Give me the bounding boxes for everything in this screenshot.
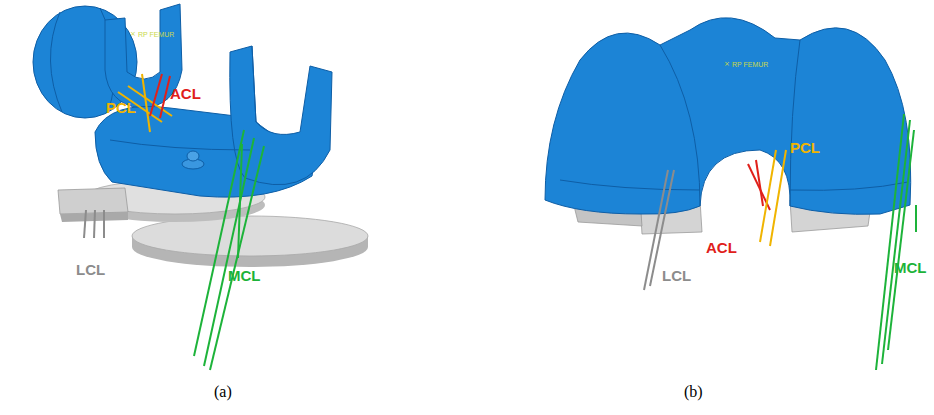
subfigure-caption: (b): [684, 384, 703, 400]
femoral-component: [545, 18, 911, 215]
ligament-label: PCL: [106, 100, 136, 115]
ligament-label: MCL: [894, 260, 927, 275]
lcl-ligament: [84, 210, 104, 238]
reference-point-label: RP FEMUR: [732, 61, 768, 68]
ligament-label: ACL: [706, 240, 737, 255]
subfigure-caption: (a): [214, 384, 232, 400]
ligament-label: LCL: [662, 268, 691, 283]
reference-point-mark: ×: [130, 30, 136, 38]
mcl-ligament: [876, 114, 916, 370]
acl-ligament: [150, 74, 170, 118]
ligament-label: ACL: [170, 86, 201, 101]
femoral-component: [33, 4, 332, 197]
ligament-label: PCL: [790, 140, 820, 155]
ligament-label: MCL: [228, 268, 261, 283]
reference-point-label: RP FEMUR: [138, 31, 174, 38]
pcl-ligament: [760, 150, 786, 246]
reference-point-mark: ×: [724, 60, 730, 68]
mcl-ligament: [194, 130, 264, 370]
ligament-label: LCL: [76, 262, 105, 277]
